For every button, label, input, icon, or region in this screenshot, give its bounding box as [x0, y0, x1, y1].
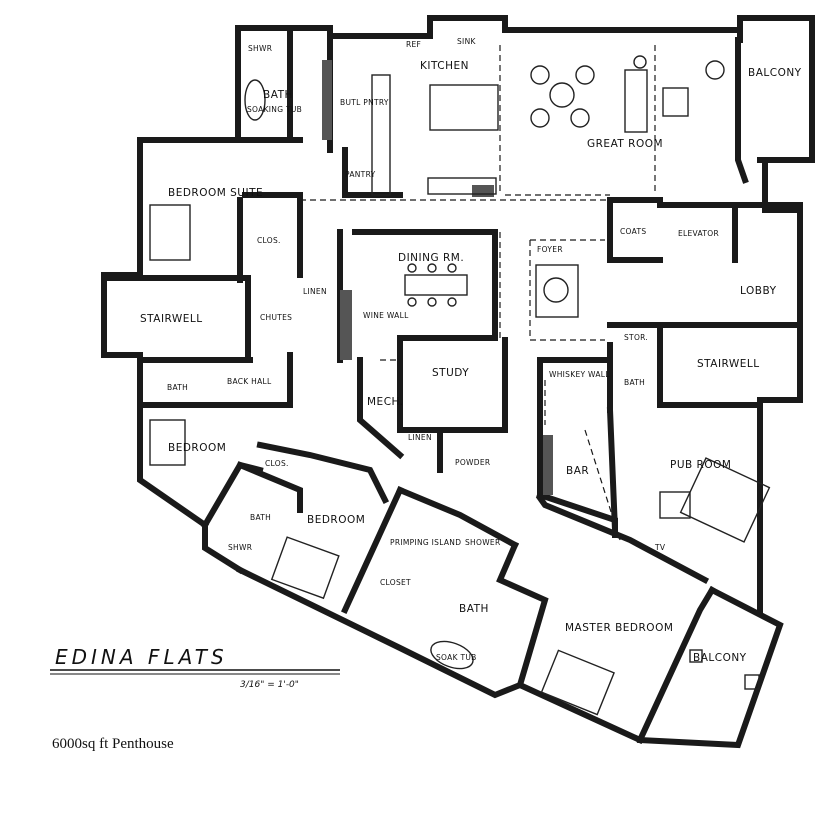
label-clos-bedroom: CLOS.: [265, 459, 289, 468]
label-study: STUDY: [432, 367, 469, 379]
label-shwr: SHWR: [248, 44, 272, 53]
label-linen-lower: LINEN: [408, 433, 432, 442]
label-stairwell-left: STAIRWELL: [140, 313, 203, 325]
label-pub-room: PUB ROOM: [670, 459, 731, 471]
label-linen-upper: LINEN: [303, 287, 327, 296]
plan-caption: 6000sq ft Penthouse: [52, 736, 174, 752]
label-stor: STOR.: [624, 333, 648, 342]
label-stairwell-right: STAIRWELL: [697, 358, 760, 370]
label-coats: COATS: [620, 227, 646, 236]
label-bedroom-mid: BEDROOM: [307, 514, 365, 526]
label-clos-suite: CLOS.: [257, 236, 281, 245]
label-bedroom-suite: BEDROOM SUITE: [168, 187, 263, 199]
dashed-lines: [300, 45, 656, 541]
label-shower-master: SHOWER: [465, 538, 500, 547]
label-lobby: LOBBY: [740, 285, 777, 297]
label-powder: POWDER: [455, 458, 490, 467]
label-master-bedroom: MASTER BEDROOM: [565, 622, 673, 634]
label-chutes: CHUTES: [260, 313, 292, 322]
label-whiskey-wall: WHISKEY WALL: [549, 370, 610, 379]
label-butl-pntry: BUTL PNTRY: [340, 98, 389, 107]
label-dining-rm: DINING RM.: [398, 252, 464, 264]
label-bath-top: BATH: [263, 89, 293, 101]
label-shwr-bedroom: SHWR: [228, 543, 252, 552]
label-bar: BAR: [566, 465, 589, 477]
label-bedroom-left: BEDROOM: [168, 442, 226, 454]
title-block: EDINA FLATS 3/16" = 1'-0": [50, 645, 340, 690]
label-bath-left: BATH: [167, 383, 188, 392]
label-balcony-top: BALCONY: [748, 67, 802, 79]
interior-walls: [102, 27, 803, 689]
label-bath-right: BATH: [624, 378, 645, 387]
label-wine-wall: WINE WALL: [363, 311, 409, 320]
label-soak-tub: SOAK TUB: [436, 653, 477, 662]
label-balcony-right: BALCONY: [693, 652, 747, 664]
plan-title: EDINA FLATS: [55, 645, 228, 669]
label-great-room: GREAT ROOM: [587, 138, 663, 150]
label-tv: TV: [654, 543, 666, 552]
exterior-walls: [101, 15, 815, 749]
room-labels: SHWR BATH SOAKING TUB REF SINK KITCHEN B…: [140, 37, 802, 664]
label-pantry: PANTRY: [345, 170, 376, 179]
label-ref: REF: [406, 40, 421, 49]
label-elevator: ELEVATOR: [678, 229, 719, 238]
fixtures: [149, 55, 771, 716]
label-closet: CLOSET: [380, 578, 411, 587]
label-back-hall: BACK HALL: [227, 377, 272, 386]
label-foyer: FOYER: [537, 245, 563, 254]
label-kitchen: KITCHEN: [420, 60, 469, 72]
label-soaking-tub: SOAKING TUB: [247, 105, 302, 114]
label-mech: MECH.: [367, 396, 404, 408]
plan-scale: 3/16" = 1'-0": [240, 680, 299, 690]
label-bath-bedroom: BATH: [250, 513, 271, 522]
label-primping-island: PRIMPING ISLAND: [390, 538, 461, 547]
label-bath-master: BATH: [459, 603, 489, 615]
label-sink: SINK: [457, 37, 476, 46]
